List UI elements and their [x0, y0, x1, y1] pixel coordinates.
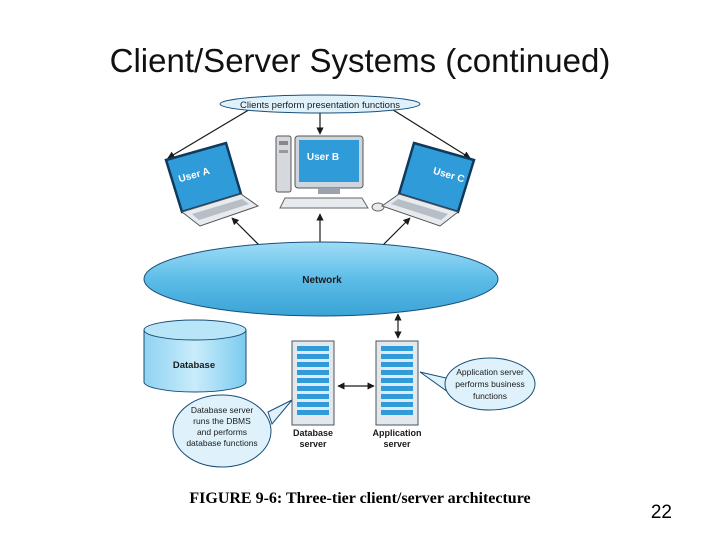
- user-a-laptop: User A: [164, 141, 260, 227]
- page-number: 22: [650, 502, 672, 523]
- user-b-label: User B: [307, 152, 339, 163]
- db-server-label-line-2: server: [299, 439, 327, 449]
- app-callout-line-2: performs business: [455, 379, 524, 389]
- db-callout-line-1: Database server: [191, 405, 254, 415]
- app-callout-line-1: Application server: [456, 367, 524, 377]
- user-b-desktop: User B: [275, 135, 385, 212]
- app-server-label-line-1: Application: [373, 428, 422, 438]
- callout-to-user-c-line: [389, 107, 471, 159]
- slide-title: Client/Server Systems (continued): [109, 42, 611, 79]
- callout-to-user-a-line: [167, 107, 253, 159]
- app-server-label-line-2: server: [383, 439, 411, 449]
- db-callout-line-3: and performs: [197, 427, 247, 437]
- application-server-tower: Application server: [373, 340, 422, 449]
- clients-callout-label: Clients perform presentation functions: [240, 100, 400, 111]
- db-server-label-line-1: Database: [293, 428, 333, 438]
- db-callout-line-4: database functions: [186, 438, 257, 448]
- figure-caption: FIGURE 9-6: Three-tier client/server arc…: [189, 490, 531, 507]
- network-label: Network: [302, 275, 342, 286]
- user-c-laptop: User C: [380, 141, 476, 227]
- database-server-tower: Database server: [291, 340, 335, 449]
- app-callout-line-3: functions: [473, 391, 507, 401]
- database-label: Database: [173, 360, 215, 371]
- db-callout-line-2: runs the DBMS: [193, 416, 251, 426]
- network-ellipse: Network: [143, 241, 499, 317]
- database-cylinder: Database: [143, 319, 247, 393]
- app-server-callout: Application server performs business fun…: [419, 357, 536, 411]
- db-server-callout: Database server runs the DBMS and perfor…: [172, 394, 293, 468]
- clients-callout: Clients perform presentation functions: [219, 94, 421, 114]
